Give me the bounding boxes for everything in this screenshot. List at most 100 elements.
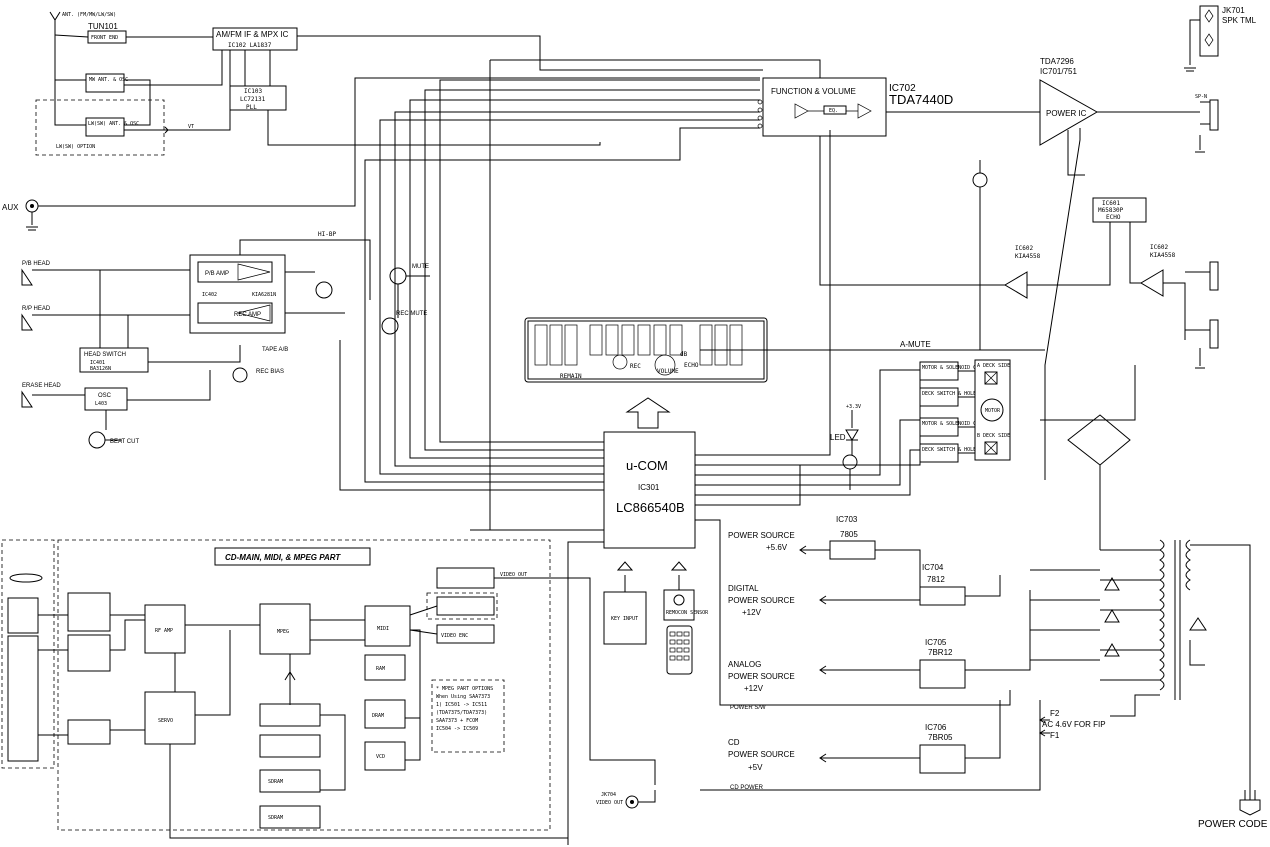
led-block: +3.3V LED <box>830 404 861 490</box>
src3-line3: +12V <box>744 684 764 693</box>
rf-amp-label: RF AMP <box>155 628 173 634</box>
ic702-eq-label: EQ. <box>829 108 838 114</box>
note-line3: (TDA7375/TDA7373) <box>436 710 487 716</box>
rec-mute-label: REC MUTE <box>396 311 427 317</box>
jk701-name: JK701 <box>1222 6 1245 15</box>
cd-section: CD-MAIN, MIDI, & MPEG PART RF AMP SERVO … <box>1 539 656 839</box>
src4-line3: +5V <box>748 763 763 772</box>
remocon-label: REMOCON SENSOR <box>666 610 709 616</box>
echo-block: IC601 M65830P ECHO IC602 KIA4558 IC602 K… <box>819 136 1219 550</box>
ic402-part: KIA6281N <box>252 292 276 298</box>
src3-line1: ANALOG <box>728 660 761 669</box>
sdram2-label: SDRAM <box>268 815 283 821</box>
display-remain: REMAIN <box>560 373 582 380</box>
ic103-line3: PLL <box>246 104 257 111</box>
ucom-line1: u-COM <box>626 458 668 473</box>
display-db: dB <box>680 351 688 358</box>
vcd-label: VCD <box>376 754 385 760</box>
svg-text:SP-N: SP-N <box>1195 94 1207 100</box>
note-line1: When Using SAA7373 <box>436 694 490 700</box>
power-ic-block: POWER IC TDA7296 IC701/751 <box>1039 57 1200 480</box>
mw-osc-label: MW ANT. & OSC <box>89 77 128 83</box>
deck-block: MOTOR & SOLENOID CONTROL DECK SWITCH & H… <box>919 359 1011 463</box>
src1-line1: POWER SOURCE <box>728 531 795 540</box>
ic103-line2: LC72131 <box>240 96 266 103</box>
ic702-part: TDA7440D <box>889 92 953 107</box>
a-mute-label: A-MUTE <box>900 340 931 349</box>
ic103-line1: IC103 <box>244 88 262 95</box>
src4-line1: CD <box>728 738 740 747</box>
l403-label: L403 <box>95 401 107 407</box>
ic703-part: 7805 <box>840 530 858 539</box>
power-section: IC703 7805 POWER SOURCE +5.6V IC704 7812… <box>700 515 1268 830</box>
rec-amp-label: REC AMP <box>234 312 261 318</box>
aux-input: AUX <box>2 77 760 231</box>
ic602a-name: IC602 <box>1015 245 1033 252</box>
ic705-label: IC705 <box>925 638 947 647</box>
jk701-block: JK701 SPK TML SP-N <box>1184 5 1257 153</box>
src3-line2: POWER SOURCE <box>728 672 795 681</box>
ucom-block: u-COM IC301 LC866540B <box>339 79 1045 845</box>
dram-label: DRAM <box>372 713 384 719</box>
deck-sw-a-label: DECK SWITCH & HOLE INPUT <box>922 391 994 397</box>
power-ic-part1: TDA7296 <box>1040 57 1074 66</box>
display-volume: VOLUME <box>657 368 679 375</box>
ram-label: RAM <box>376 666 385 672</box>
power-ic-label: POWER IC <box>1046 109 1087 118</box>
antenna-section: ANT. (FM/MW/LW/SW) TUN101 FRONT END MW A… <box>35 11 231 156</box>
mute-label: MUTE <box>412 264 429 270</box>
motor-label: MOTOR <box>985 408 1001 414</box>
ic102-block: AM/FM IF & MPX IC IC102 LA1837 <box>212 27 763 86</box>
ic401-label: IC401 <box>90 360 105 366</box>
ic704-part: 7812 <box>927 575 945 584</box>
display-echo: ECHO <box>684 362 699 369</box>
ucom-line2: IC301 <box>638 483 660 492</box>
note-title: * MPEG PART OPTIONS <box>436 686 493 692</box>
power-code-label: POWER CODE <box>1198 819 1268 830</box>
ic704-label: IC704 <box>922 563 944 572</box>
power-ic-part2: IC701/751 <box>1040 67 1077 76</box>
power-sw-label: POWER S/W <box>730 705 766 711</box>
f1-label: F1 <box>1050 731 1060 740</box>
ucom-line3: LC866540B <box>616 500 685 515</box>
erase-head-label: ERASE HEAD <box>22 383 61 389</box>
ic602b-part: KIA4558 <box>1150 252 1176 259</box>
note-line5: IC504 -> IC509 <box>436 726 478 732</box>
antenna-label: ANT. (FM/MW/LW/SW) <box>62 12 116 18</box>
src2-line3: +12V <box>742 608 762 617</box>
tuner-label: TUN101 <box>88 22 118 31</box>
note-line2: 1) IC501 -> IC511 <box>436 702 487 708</box>
ic705-part: 7BR12 <box>928 648 953 657</box>
pb-amp-label: P/B AMP <box>205 271 229 277</box>
key-input-label: KEY INPUT <box>611 616 638 622</box>
jk704-label: JK704 <box>601 792 616 798</box>
hi-bp-label: HI-BP <box>318 231 336 238</box>
tape-section: P/B AMP REC AMP IC402 KIA6281N HI-BP P/B… <box>21 231 430 449</box>
b-deck-label: B DECK SIDE <box>977 433 1010 439</box>
motor-b-label: MOTOR & SOLENOID CONTROL <box>922 421 994 427</box>
fip-label: AC 4.6V FOR FIP <box>1042 720 1106 729</box>
src4-line2: POWER SOURCE <box>728 750 795 759</box>
ic703-label: IC703 <box>836 515 858 524</box>
ic702-block: FUNCTION & VOLUME EQ. IC702 TDA7440D <box>489 59 1040 530</box>
src2-line2: POWER SOURCE <box>728 596 795 605</box>
ic706-label: IC706 <box>925 723 947 732</box>
pb-head-label: P/B HEAD <box>22 261 51 267</box>
ic602b-name: IC602 <box>1150 244 1168 251</box>
mw-osc-box <box>85 73 125 93</box>
ic401-part: BA3126N <box>90 366 111 372</box>
led-supply: +3.3V <box>846 404 861 410</box>
ic706-part: 7BR05 <box>928 733 953 742</box>
lw-option-frame <box>35 99 165 156</box>
video-out-label: VIDEO OUT <box>500 572 527 578</box>
cd-power-label: CD POWER <box>730 785 764 791</box>
ic402-label: IC402 <box>202 292 217 298</box>
front-end-label: FRONT END <box>91 35 118 41</box>
a-deck-label: A DECK SIDE <box>977 363 1010 369</box>
ic702-name: IC702 <box>889 83 916 94</box>
f2-label: F2 <box>1050 709 1060 718</box>
ic102-line2: IC102 LA1837 <box>228 42 272 49</box>
vt-label: VT <box>188 124 194 130</box>
servo-label: SERVO <box>158 718 173 724</box>
